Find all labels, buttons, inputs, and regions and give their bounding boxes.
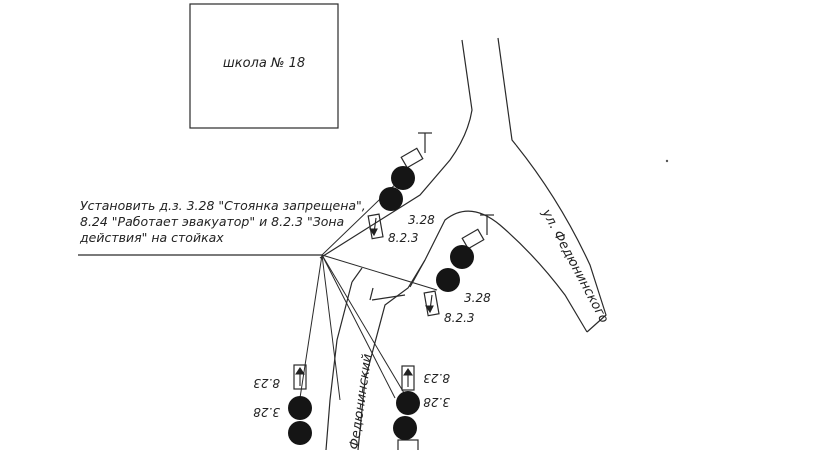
sign-post-1: [367, 132, 432, 240]
down-arrow-icon: [368, 228, 378, 237]
street-label-fedyuninsky: Федюнинский: [347, 353, 375, 450]
sign-code-8-23-d: 8.23: [423, 371, 450, 385]
tow-truck-sign-icon: [393, 416, 417, 440]
speck: [665, 159, 669, 163]
up-arrow-icon: [294, 367, 306, 375]
school-label: школа № 18: [223, 56, 305, 71]
leader-line: [321, 254, 438, 291]
road-curb: [357, 259, 426, 450]
sign-post-2: [423, 214, 494, 317]
road-curb: [369, 287, 374, 301]
road-curb: [371, 294, 406, 301]
no-parking-sign-icon: [391, 166, 415, 190]
sign-code-3-28-d: 3.28: [423, 395, 450, 409]
sign-post-4: [397, 365, 419, 450]
no-parking-sign-icon: [450, 245, 474, 269]
road-curb: [325, 281, 353, 450]
sign-code-8-2-3-a: 8.2.3: [388, 231, 419, 245]
sign-code-3-28-b: 3.28: [464, 291, 491, 305]
tow-truck-sign-icon: [379, 187, 403, 211]
down-arrow-icon: [424, 305, 434, 314]
leader-line: [321, 254, 341, 401]
sign-code-3-28-c: 3.28: [253, 405, 280, 419]
no-parking-sign-icon: [288, 396, 312, 420]
road-curb: [319, 39, 473, 259]
sign-code-8-23-c: 8.23: [253, 376, 280, 390]
road-curb: [497, 37, 517, 146]
sign-code-3-28-a: 3.28: [408, 213, 435, 227]
road-curb: [351, 267, 363, 283]
tow-truck-sign-icon: [436, 268, 460, 292]
instruction-line-3: действия" на стойках: [79, 230, 224, 245]
road-curb: [424, 210, 588, 333]
leader-line: [321, 254, 408, 399]
road-curb: [515, 144, 607, 333]
instruction-line-2: 8.24 "Работает эвакуатор" и 8.2.3 "Зона: [80, 214, 344, 229]
street-label-fedyuninskogo: ул. Федюнинского: [538, 206, 611, 326]
tow-truck-sign-icon: [288, 421, 312, 445]
school-building: [189, 3, 339, 129]
no-parking-sign-icon: [396, 391, 420, 415]
sign-post-3: [293, 364, 307, 390]
leader-line: [321, 254, 396, 399]
up-arrow-icon: [402, 368, 414, 376]
leader-line: [299, 254, 323, 399]
instruction-line-1: Установить д.з. 3.28 "Стоянка запрещена"…: [80, 198, 366, 213]
sign-code-8-2-3-b: 8.2.3: [444, 311, 475, 325]
